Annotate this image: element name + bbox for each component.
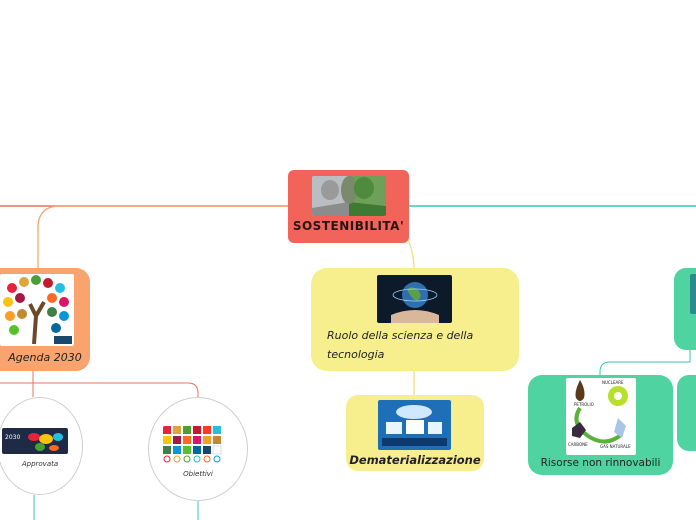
- gas-naturale-text: GAS NATURALE: [600, 444, 631, 449]
- sdg-goal-grid-image: [163, 426, 235, 464]
- central-node-sostenibilita[interactable]: SOSTENIBILITA': [288, 170, 409, 243]
- petrolio-text: PETROLIO: [574, 402, 594, 407]
- forest-landscape-image: [312, 176, 386, 216]
- node-agenda-2030[interactable]: Agenda 2030: [0, 268, 90, 371]
- sdg-tree-image: [0, 274, 74, 346]
- node-ruolo-scienza-tecnologia[interactable]: Ruolo della scienza e della tecnologia: [311, 268, 519, 371]
- nucleare-text: NUCLEARE: [602, 380, 624, 385]
- node-risorse-non-rinnovabili[interactable]: NUCLEARE PETROLIO CARBONE GAS NATURALE R…: [528, 375, 673, 475]
- world-map-2030-image: 2030: [2, 428, 68, 454]
- obiettivi-label: Obiettivi: [183, 470, 213, 478]
- node-right-partial-bottom[interactable]: [677, 375, 696, 451]
- right-top-image: [690, 274, 696, 314]
- risorse-label: Risorse non rinnovabili: [540, 457, 661, 469]
- agenda-label: Agenda 2030: [8, 351, 82, 364]
- svg-text:2030: 2030: [5, 434, 20, 441]
- node-approvata[interactable]: 2030 Approvata: [0, 397, 83, 495]
- node-right-partial-top[interactable]: [674, 268, 696, 350]
- ruolo-label: Ruolo della scienza e della tecnologia: [327, 329, 474, 361]
- central-node-label: SOSTENIBILITA': [292, 219, 405, 233]
- node-dematerializzazione[interactable]: Dematerializzazione: [346, 395, 484, 471]
- digital-devices-image: [378, 400, 451, 450]
- non-renewable-resources-image: NUCLEARE PETROLIO CARBONE GAS NATURALE: [566, 378, 636, 455]
- carbone-text: CARBONE: [568, 442, 588, 447]
- globe-in-hand-image: [377, 275, 452, 323]
- node-obiettivi[interactable]: Obiettivi: [148, 397, 248, 501]
- demat-label: Dematerializzazione: [349, 453, 481, 467]
- approvata-label: Approvata: [21, 460, 59, 468]
